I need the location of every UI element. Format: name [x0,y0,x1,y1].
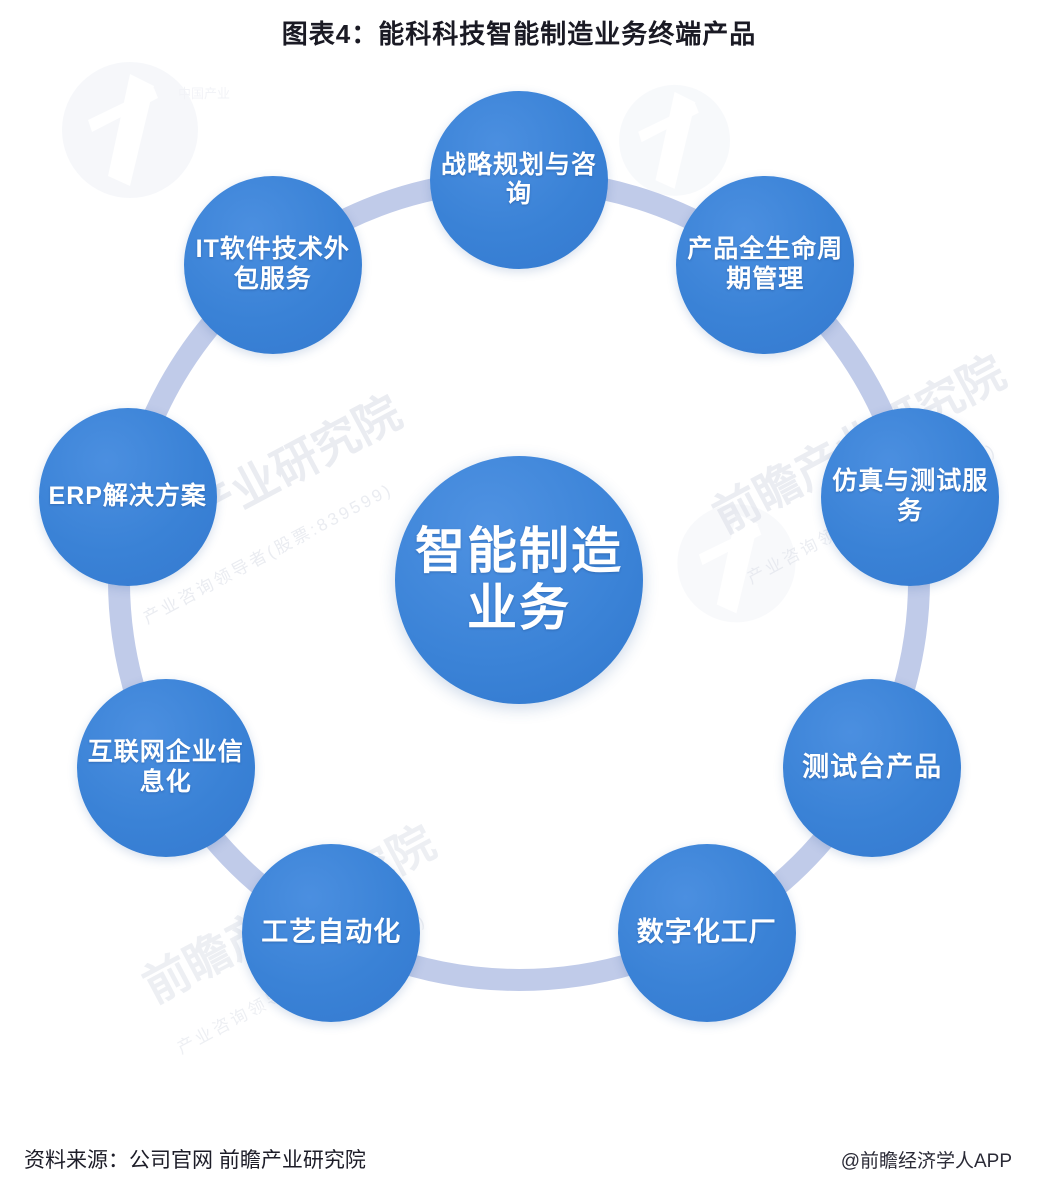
chart-title-bar: 图表4：能科科技智能制造业务终端产品 [0,14,1038,51]
node-erp-solution[interactable]: ERP解决方案 [38,407,217,586]
center-node-label: 智能制造业务 [415,523,623,636]
node-strategy-planning-consulting[interactable]: 战略规划与咨询 [430,91,608,269]
node-label: IT软件技术外包服务 [195,235,350,293]
node-label: 战略规划与咨询 [440,150,597,209]
center-node-intelligent-manufacturing[interactable]: 智能制造业务 [395,456,643,704]
node-label: 数字化工厂 [636,917,777,948]
node-label: ERP解决方案 [48,482,207,511]
node-label: 仿真与测试服务 [832,467,989,525]
node-label: 互联网企业信息化 [87,738,244,796]
node-test-bench-product[interactable]: 测试台产品 [783,678,962,857]
node-simulation-testing-service[interactable]: 仿真与测试服务 [821,407,1000,586]
node-label: 测试台产品 [802,751,943,782]
diagram-stage: 中国产业 前瞻产业研究院 产业咨询领导者(股票:839599) 前瞻产业研究院 … [0,58,1038,1118]
ring-arc-segment [373,943,665,991]
node-it-software-outsourcing-service[interactable]: IT软件技术外包服务 [183,175,362,354]
app-attribution: @前瞻经济学人APP [840,1151,1012,1172]
node-digital-factory[interactable]: 数字化工厂 [617,844,796,1023]
node-product-lifecycle-management[interactable]: 产品全生命周期管理 [676,175,855,354]
source-note: 资料来源：公司官网 前瞻产业研究院 [24,1149,366,1172]
footer: 资料来源：公司官网 前瞻产业研究院 @前瞻经济学人APP [0,1144,1038,1174]
page-title: 图表4：能科科技智能制造业务终端产品 [281,19,757,49]
node-label: 产品全生命周期管理 [687,235,844,293]
node-process-automation[interactable]: 工艺自动化 [242,844,421,1023]
node-label: 工艺自动化 [261,917,402,948]
node-internet-enterprise-informatization[interactable]: 互联网企业信息化 [76,678,255,857]
